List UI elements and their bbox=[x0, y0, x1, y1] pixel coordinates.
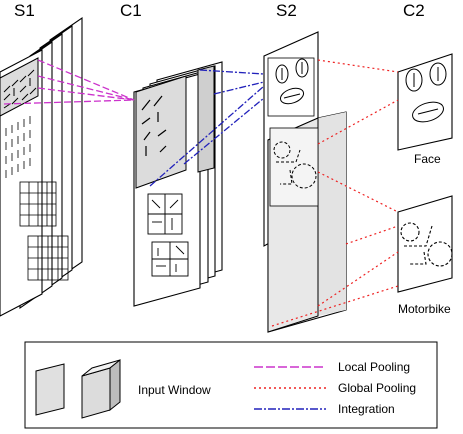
c2-face-eye-left bbox=[405, 68, 423, 92]
s1-sheet-front bbox=[0, 49, 43, 317]
c1-pooled-grid bbox=[147, 193, 189, 277]
s1-orientation-grid-3 bbox=[27, 235, 69, 281]
c2-motorbike-wheel-front bbox=[400, 222, 420, 242]
legend-integration-label: Integration bbox=[338, 402, 395, 416]
legend-local-pooling-label: Local Pooling bbox=[338, 360, 410, 374]
layer-s1-title: S1 bbox=[14, 1, 35, 20]
s1-orientation-grid-2 bbox=[19, 181, 57, 227]
c2-motorbike-frame bbox=[404, 225, 433, 265]
c2-face-panel bbox=[397, 53, 453, 151]
c2-face-mouth bbox=[412, 101, 444, 123]
c2-motorbike-panel bbox=[397, 195, 453, 293]
layer-s2-title: S2 bbox=[276, 1, 297, 20]
s2-face-mouth bbox=[279, 87, 305, 105]
s2-face-eye-right bbox=[295, 58, 309, 78]
c2-motorbike-label: Motorbike bbox=[398, 302, 451, 316]
legend: Input Window Local Pooling Global Poolin… bbox=[24, 341, 438, 429]
s2-motorbike-sheet bbox=[267, 111, 347, 333]
s1-sheet-stack bbox=[0, 16, 83, 317]
legend-input-window-label: Input Window bbox=[138, 383, 211, 397]
layer-c1-title: C1 bbox=[120, 1, 142, 20]
c2-face-label: Face bbox=[414, 152, 441, 166]
c1-input-window bbox=[135, 65, 215, 189]
c2-face-eye-right bbox=[429, 62, 447, 86]
c2-motorbike-wheel-rear bbox=[427, 241, 453, 267]
s2-motorbike-wheel-rear bbox=[291, 163, 317, 189]
s2-motorbike-wheel-front bbox=[273, 141, 291, 159]
s1-input-window bbox=[0, 57, 39, 117]
layer-c2-title: C2 bbox=[403, 1, 425, 20]
s1-orientation-grid-1 bbox=[5, 116, 31, 178]
legend-window-box-icon bbox=[81, 358, 121, 419]
integration-lines bbox=[149, 69, 265, 187]
legend-window-square-icon bbox=[35, 363, 65, 416]
global-pooling-lines bbox=[271, 59, 399, 327]
local-pooling-lines bbox=[3, 59, 135, 105]
s2-face-eye-left bbox=[275, 64, 289, 84]
legend-global-pooling-label: Global Pooling bbox=[338, 381, 416, 395]
s2-motorbike-frame bbox=[276, 149, 301, 185]
